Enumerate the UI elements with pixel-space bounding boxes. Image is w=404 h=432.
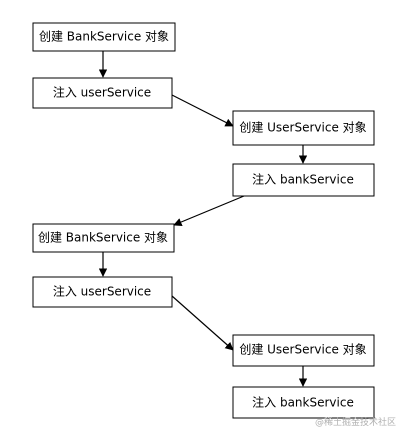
watermark-text: @稀土掘金技术社区	[314, 418, 396, 428]
edge-n2-n3	[171, 94, 234, 127]
edge-n6-n7	[171, 295, 234, 351]
node-create-userservice-2: 创建 UserService 对象	[232, 334, 375, 367]
node-label: 创建 BankService 对象	[38, 231, 168, 245]
node-create-bankservice-2: 创建 BankService 对象	[32, 223, 175, 253]
node-inject-userservice-2: 注入 userService	[32, 276, 173, 308]
node-inject-userservice-1: 注入 userService	[32, 77, 173, 109]
node-label: 注入 userService	[53, 85, 151, 100]
node-label: 创建 BankService 对象	[39, 30, 169, 44]
node-label: 注入 bankService	[252, 395, 354, 410]
node-inject-bankservice-2: 注入 bankService	[232, 386, 375, 419]
edge-n4-n5	[173, 195, 245, 226]
node-create-userservice-1: 创建 UserService 对象	[232, 110, 375, 146]
node-label: 注入 bankService	[252, 172, 354, 187]
edges	[98, 51, 308, 387]
node-inject-bankservice-1: 注入 bankService	[232, 163, 375, 197]
node-label: 注入 userService	[53, 284, 151, 299]
node-create-bankservice-1: 创建 BankService 对象	[32, 22, 176, 52]
node-label: 创建 UserService 对象	[239, 343, 366, 357]
node-label: 创建 UserService 对象	[239, 121, 366, 135]
